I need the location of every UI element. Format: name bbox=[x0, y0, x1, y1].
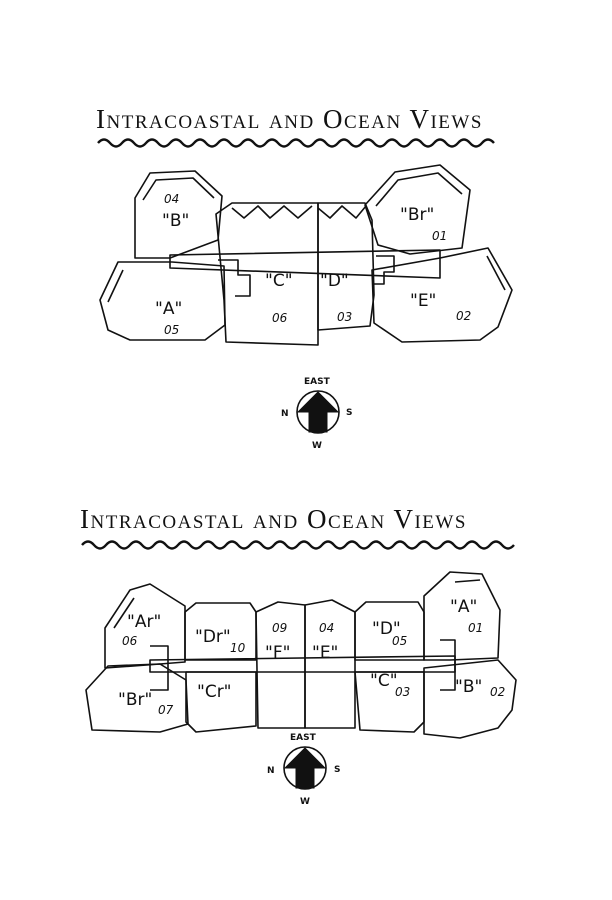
unit-cr-outline bbox=[185, 671, 257, 733]
top-compass-east: EAST bbox=[304, 377, 331, 387]
unit-ar-label: "Ar" bbox=[127, 612, 161, 632]
bottom-compass-west: W bbox=[300, 797, 310, 807]
unit-d-outline bbox=[317, 202, 375, 331]
bottom-compass: EAST N S W bbox=[267, 733, 340, 807]
unit-a-bottom-outline bbox=[423, 571, 501, 661]
top-compass-west: W bbox=[312, 441, 322, 451]
unit-br-bottom-number: 07 bbox=[158, 703, 174, 717]
unit-b-bottom-number: 02 bbox=[490, 685, 505, 699]
top-compass-south: S bbox=[346, 408, 352, 418]
unit-ar-number: 06 bbox=[122, 634, 138, 648]
top-compass-arrow-icon bbox=[296, 391, 340, 433]
unit-br-number: 01 bbox=[432, 229, 447, 243]
unit-br-outline bbox=[364, 164, 471, 255]
bottom-compass-east: EAST bbox=[290, 733, 317, 743]
unit-dr-number: 10 bbox=[230, 641, 246, 655]
top-compass: EAST N S W bbox=[281, 377, 352, 451]
bottom-compass-arrow-icon bbox=[283, 747, 327, 789]
unit-c-outline bbox=[215, 202, 319, 346]
unit-br-label: "Br" bbox=[400, 205, 434, 225]
unit-cr-label: "Cr" bbox=[197, 682, 232, 702]
unit-c-number: 06 bbox=[272, 311, 288, 325]
unit-b-outline bbox=[134, 170, 223, 259]
unit-c-bottom-label: "C" bbox=[370, 671, 398, 691]
unit-a-number: 05 bbox=[164, 323, 179, 337]
unit-ar-inner-wall bbox=[113, 597, 135, 629]
unit-e-bottom-label: "E" bbox=[312, 643, 338, 663]
unit-a-inner-wall bbox=[107, 269, 124, 303]
unit-b-number: 04 bbox=[164, 192, 179, 206]
unit-a-bottom-label: "A" bbox=[450, 597, 477, 617]
bottom-compass-north: N bbox=[267, 766, 275, 776]
unit-dr-label: "Dr" bbox=[195, 627, 231, 647]
unit-d-zig bbox=[317, 205, 367, 219]
unit-a-bottom-number: 01 bbox=[468, 621, 483, 635]
unit-e-label: "E" bbox=[410, 291, 436, 311]
unit-b-bottom-outline bbox=[423, 659, 517, 739]
unit-b-bottom-label: "B" bbox=[455, 677, 482, 697]
top-title-wave bbox=[97, 138, 495, 148]
top-plan-title: Intracoastal and Ocean Views bbox=[96, 104, 483, 134]
unit-c-label: "C" bbox=[265, 271, 293, 291]
bottom-corridor bbox=[149, 655, 456, 673]
unit-d-bottom-label: "D" bbox=[372, 619, 401, 639]
unit-f-number: 09 bbox=[272, 621, 287, 635]
unit-c-zig bbox=[231, 205, 313, 219]
unit-c-bottom-number: 03 bbox=[395, 685, 410, 699]
unit-d-bottom-number: 05 bbox=[392, 634, 407, 648]
unit-b-label: "B" bbox=[162, 211, 189, 231]
unit-br-inner-wall bbox=[375, 172, 463, 207]
bottom-step-right bbox=[440, 639, 456, 691]
top-step-left bbox=[218, 259, 251, 297]
top-corridor bbox=[169, 249, 441, 279]
unit-f-label: "F" bbox=[265, 643, 290, 663]
unit-e-bottom-outline bbox=[304, 599, 356, 729]
bottom-compass-south: S bbox=[334, 765, 340, 775]
unit-br-bottom-label: "Br" bbox=[118, 690, 152, 710]
unit-a-label: "A" bbox=[155, 299, 182, 319]
bottom-plan-title: Intracoastal and Ocean Views bbox=[80, 504, 467, 534]
unit-d-number: 03 bbox=[337, 310, 352, 324]
top-compass-north: N bbox=[281, 409, 289, 419]
unit-b-inner-wall bbox=[142, 177, 215, 201]
unit-br-bottom-outline bbox=[85, 663, 189, 733]
unit-e-bottom-number: 04 bbox=[319, 621, 334, 635]
unit-e-outline bbox=[371, 247, 513, 343]
bottom-title-wave bbox=[81, 540, 515, 550]
top-step-right bbox=[372, 255, 395, 285]
unit-a-bottom-inner-wall bbox=[454, 579, 481, 583]
unit-e-inner-wall bbox=[486, 255, 506, 291]
unit-d-label: "D" bbox=[320, 271, 349, 291]
unit-e-number: 02 bbox=[456, 309, 471, 323]
bottom-step-left bbox=[150, 645, 169, 691]
